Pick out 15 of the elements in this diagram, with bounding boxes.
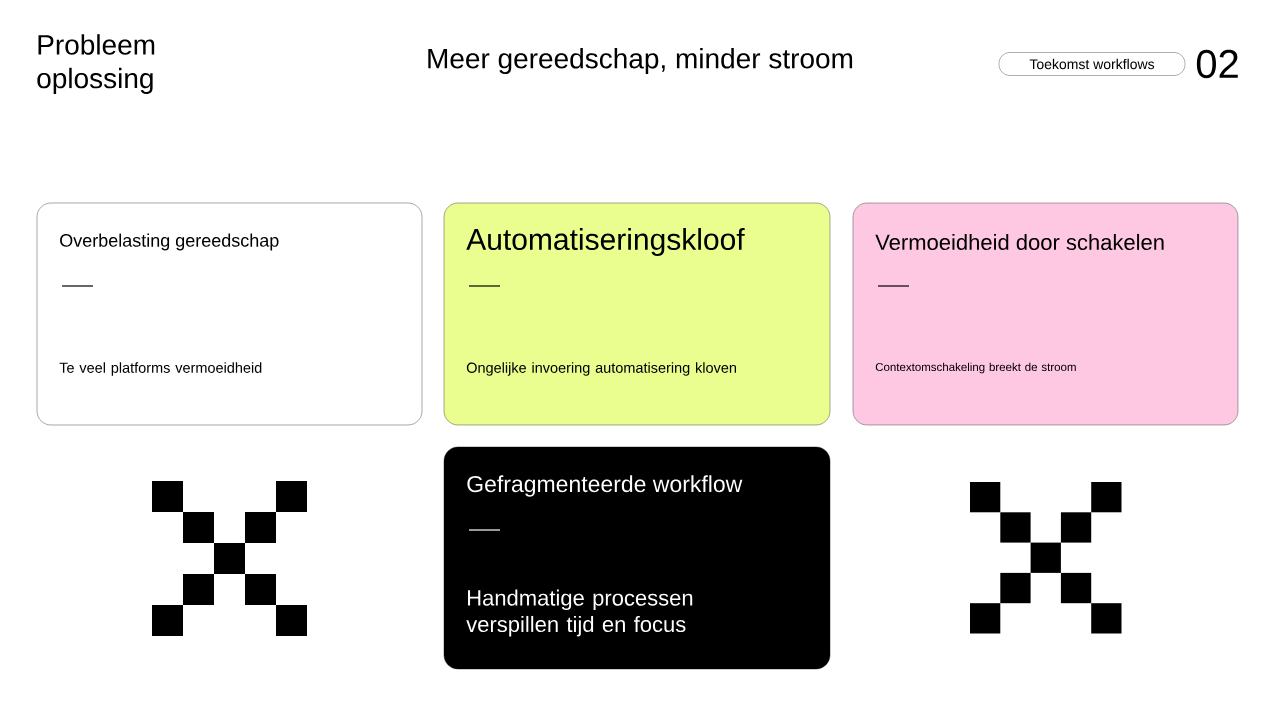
- card-text: Te veel platforms vermoeidheid: [59, 362, 262, 376]
- page-heading: Probleem oplossing: [37, 34, 155, 94]
- card-text: Contextomschakeling breekt de stroom: [875, 362, 1076, 374]
- card-heading: Gefragmenteerde workflow: [467, 475, 743, 497]
- problem-card: [443, 446, 831, 670]
- slide-title: Meer gereedschap, minder stroom: [428, 47, 853, 75]
- card-text: Handmatige processen verspillen tijd en focus: [466, 589, 693, 637]
- card-heading: Automatiseringskloof: [466, 228, 745, 256]
- card-heading: Vermoeidheid door schakelen: [875, 233, 1164, 251]
- card-heading: Overbelasting gereedschap: [60, 233, 279, 251]
- problem-card: [852, 202, 1239, 426]
- tag-pill: Toekomst workflows: [998, 52, 1186, 76]
- card-text: Ongelijke invoering automatisering kloven: [466, 362, 736, 376]
- problem-card: [443, 202, 831, 426]
- problem-card: [36, 202, 423, 426]
